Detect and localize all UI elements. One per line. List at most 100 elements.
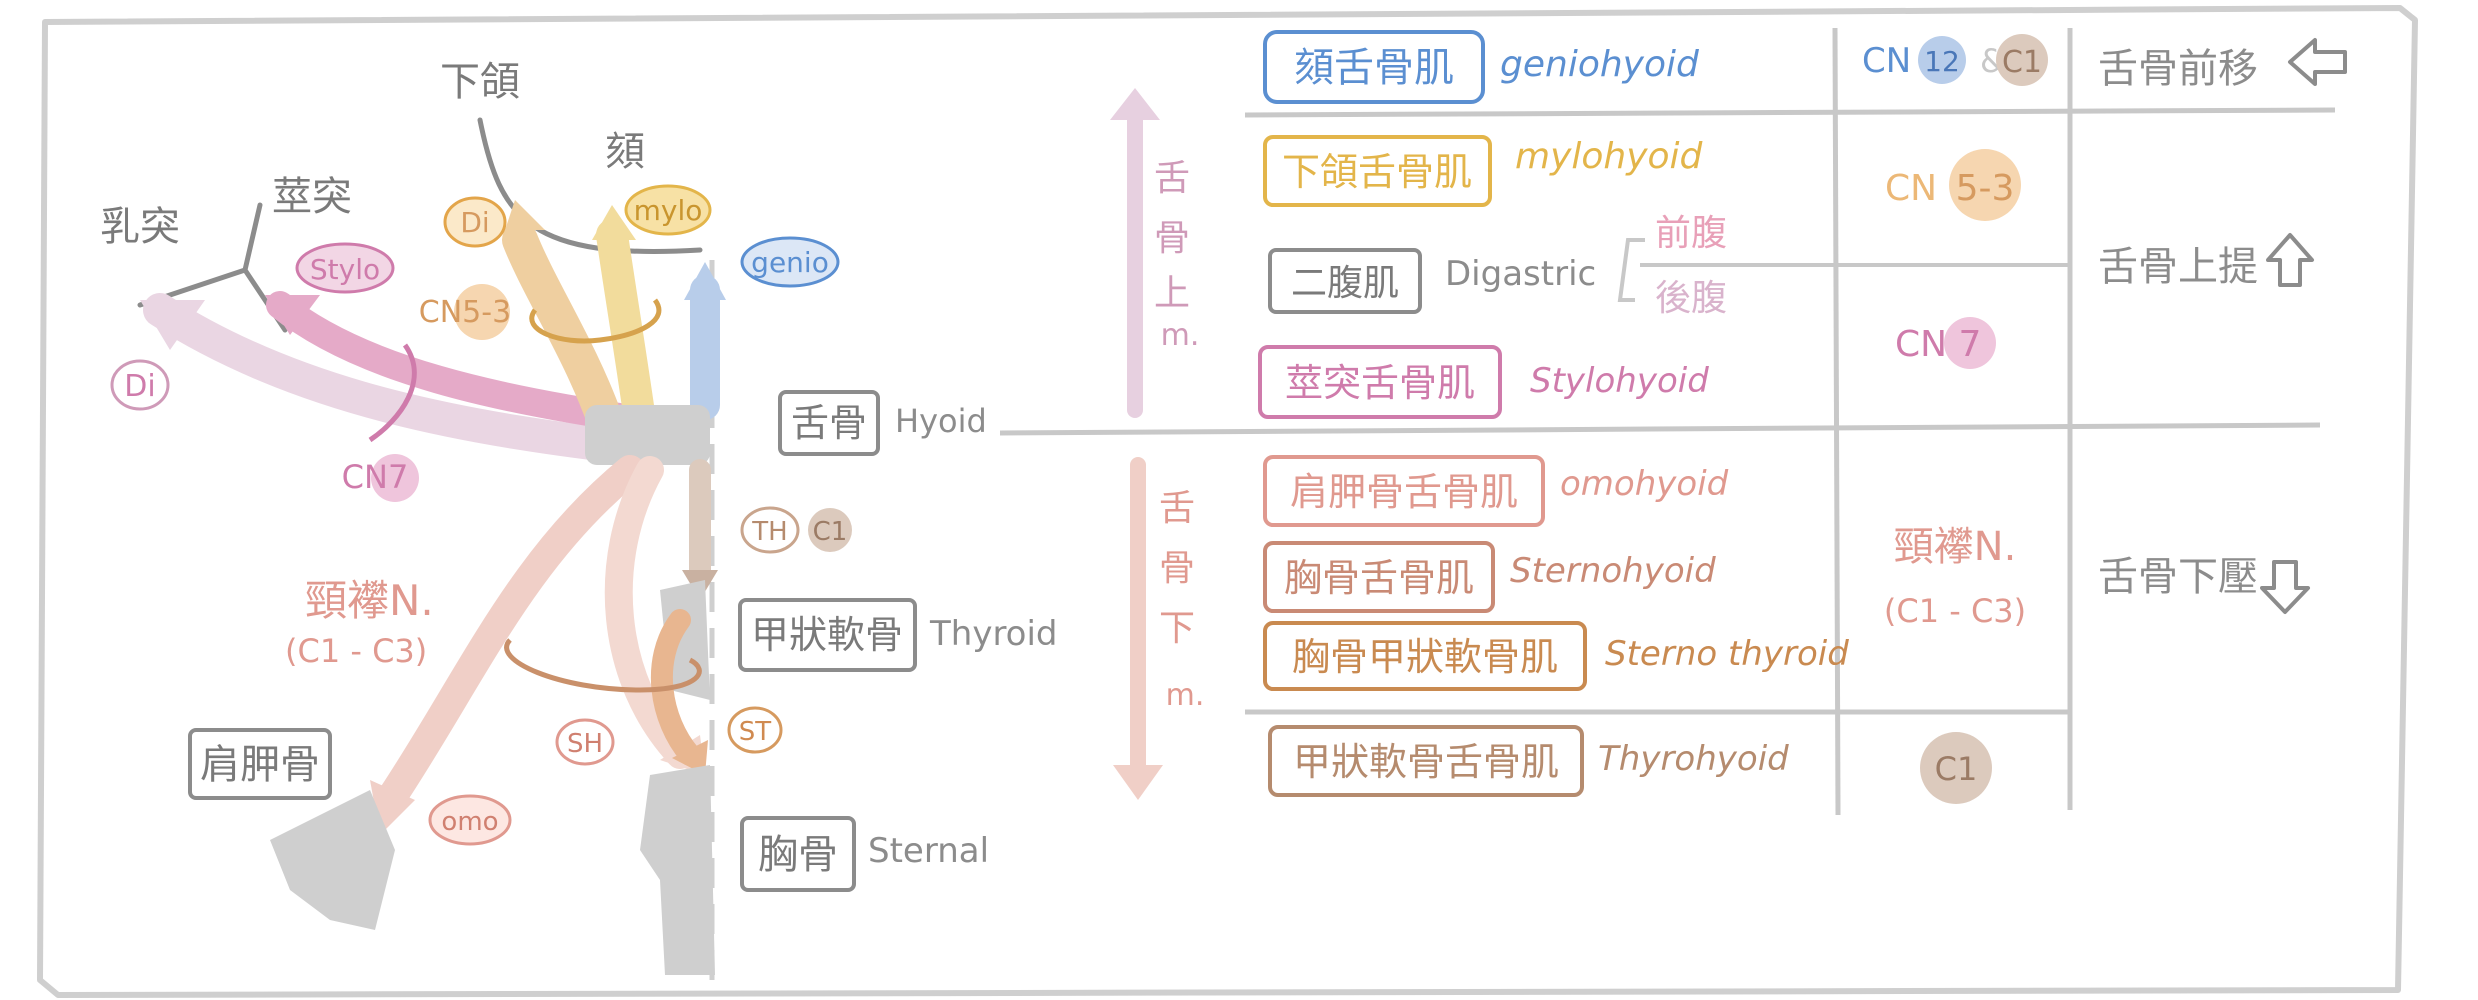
svg-text:CN: CN	[1885, 168, 1937, 209]
svg-text:CN: CN	[1895, 324, 1947, 365]
muscle-table: 舌 骨 上 m. 舌 骨 下 m. 頦舌骨肌 geniohyoid 下頜舌骨肌 …	[999, 27, 2347, 816]
label-mandible: 下頜	[440, 59, 520, 105]
svg-text:頸襻N.: 頸襻N.	[1894, 524, 2017, 570]
svg-text:Thyrohyoid: Thyrohyoid	[1598, 739, 1789, 779]
label-chin: 頦	[605, 129, 645, 175]
svg-text:Digastric: Digastric	[1445, 254, 1596, 294]
svg-text:m.: m.	[1166, 678, 1205, 713]
label-thyroid-en: Thyroid	[929, 614, 1058, 654]
svg-text:肩胛骨: 肩胛骨	[200, 742, 320, 788]
svg-text:Di: Di	[124, 369, 155, 404]
arrow-left-icon	[2288, 38, 2347, 86]
svg-text:omohyoid: omohyoid	[1560, 464, 1729, 504]
row-geniohyoid: 頦舌骨肌 geniohyoid	[1263, 30, 1700, 104]
svg-text:頦舌骨肌: 頦舌骨肌	[1294, 45, 1454, 91]
tag-sh: SH	[555, 718, 615, 766]
svg-text:Sternohyoid: Sternohyoid	[1510, 551, 1716, 591]
svg-text:ST: ST	[739, 717, 772, 747]
label-ansa-cervicalis: 頸襻N.	[305, 576, 434, 625]
svg-text:肩胛骨舌骨肌: 肩胛骨舌骨肌	[1290, 470, 1518, 514]
box-thyroid: 甲狀軟骨 Thyroid	[738, 598, 1058, 672]
suprahyoid-vertical-arrow: 舌 骨 上 m.	[1110, 88, 1200, 418]
svg-text:甲狀軟骨舌骨肌: 甲狀軟骨舌骨肌	[1293, 740, 1559, 784]
arrow-up-icon	[2266, 233, 2314, 287]
nerve-ansa-cervicalis: 頸襻N. (C1 - C3)	[1884, 524, 2026, 630]
svg-text:CN: CN	[1862, 41, 1911, 81]
digastric-posterior-belly: 後腹	[1655, 278, 1727, 319]
row-thyrohyoid: 甲狀軟骨舌骨肌 Thyrohyoid	[1268, 725, 1789, 797]
svg-text:TH: TH	[751, 517, 787, 547]
action-forward: 舌骨前移	[2098, 38, 2347, 92]
svg-text:(C1 - C3): (C1 - C3)	[1884, 592, 2026, 630]
svg-text:下: 下	[1159, 608, 1195, 649]
svg-text:12: 12	[1924, 45, 1960, 78]
nerve-mylohyoid: CN 5-3	[1885, 149, 2021, 221]
svg-text:genio: genio	[751, 246, 829, 279]
svg-text:C1: C1	[1935, 750, 1978, 788]
svg-text:胸骨甲狀軟骨肌: 胸骨甲狀軟骨肌	[1292, 635, 1558, 679]
svg-text:甲狀軟骨: 甲狀軟骨	[751, 613, 903, 657]
tag-mylo: mylo	[624, 184, 712, 236]
label-sternal-en: Sternal	[868, 831, 989, 871]
tag-di-top: Di	[443, 196, 507, 248]
label-styloid: 莖突	[272, 174, 352, 220]
anatomy-diagram: 下頜 頦 乳突 莖突 Di Stylo Di mylo genio CN5-3	[100, 59, 1058, 980]
label-hyoid-en: Hyoid	[895, 402, 987, 440]
row-stylohyoid: 莖突舌骨肌 Stylohyoid	[1258, 345, 1709, 419]
tag-cn7: CN7	[342, 454, 419, 502]
svg-text:CN5-3: CN5-3	[419, 295, 511, 330]
svg-text:舌骨: 舌骨	[791, 401, 867, 445]
svg-text:mylo: mylo	[634, 194, 703, 227]
row-mylohyoid: 下頜舌骨肌 mylohyoid	[1263, 135, 1704, 207]
tag-stylo: Stylo	[295, 242, 395, 294]
svg-text:Stylohyoid: Stylohyoid	[1530, 361, 1709, 401]
box-hyoid: 舌骨 Hyoid	[778, 390, 987, 456]
tag-st: ST	[727, 706, 783, 754]
svg-text:C1: C1	[813, 517, 848, 547]
digastric-posterior-arrow	[143, 293, 667, 467]
outer-frame	[37, 5, 2418, 998]
svg-text:莖突舌骨肌: 莖突舌骨肌	[1285, 361, 1475, 405]
svg-text:舌: 舌	[1159, 488, 1195, 529]
tag-di-left: Di	[110, 359, 170, 411]
svg-text:m.: m.	[1161, 318, 1200, 353]
svg-text:胸骨舌骨肌: 胸骨舌骨肌	[1284, 556, 1474, 600]
svg-text:geniohyoid: geniohyoid	[1500, 44, 1700, 85]
svg-text:骨: 骨	[1159, 548, 1195, 589]
label-mastoid: 乳突	[100, 204, 180, 250]
nerve-geniohyoid: CN 12 & C1	[1862, 34, 2048, 86]
row-sternohyoid: 胸骨舌骨肌 Sternohyoid	[1263, 541, 1716, 613]
scapula-shape	[270, 790, 395, 930]
svg-text:5-3: 5-3	[1956, 168, 2015, 209]
tag-genio: genio	[740, 236, 840, 288]
svg-text:omo: omo	[441, 807, 498, 837]
sternohyoid-arrow	[604, 456, 694, 769]
svg-text:骨: 骨	[1154, 218, 1190, 259]
label-ansa-range: (C1 - C3)	[285, 632, 427, 670]
tag-omo: omo	[428, 794, 512, 846]
svg-text:下頜舌骨肌: 下頜舌骨肌	[1282, 150, 1472, 194]
infrahyoid-vertical-arrow: 舌 骨 下 m.	[1113, 457, 1205, 800]
svg-text:Sterno thyroid: Sterno thyroid	[1605, 634, 1849, 674]
omohyoid-arrow	[375, 455, 645, 815]
action-down: 舌骨下壓	[2098, 554, 2310, 614]
svg-text:SH: SH	[567, 729, 603, 759]
svg-text:CN7: CN7	[342, 458, 409, 496]
svg-text:7: 7	[1959, 324, 1982, 365]
box-scapula: 肩胛骨	[188, 728, 332, 800]
svg-text:上: 上	[1154, 273, 1190, 314]
tag-c1-left: C1	[808, 508, 852, 552]
svg-text:Stylo: Stylo	[310, 253, 380, 286]
arrow-down-icon	[2260, 560, 2310, 614]
svg-text:胸骨: 胸骨	[758, 832, 838, 878]
action-up: 舌骨上提	[2098, 233, 2314, 290]
tag-th: TH	[740, 506, 800, 554]
hyoid-bone-shape	[585, 405, 710, 465]
svg-text:二腹肌: 二腹肌	[1291, 263, 1399, 304]
digastric-anterior-arrow	[502, 222, 623, 438]
row-sternothyroid: 胸骨甲狀軟骨肌 Sterno thyroid	[1263, 621, 1849, 691]
sternum-shape	[640, 765, 715, 975]
digastric-anterior-belly: 前腹	[1655, 213, 1727, 254]
svg-text:Di: Di	[460, 206, 489, 239]
